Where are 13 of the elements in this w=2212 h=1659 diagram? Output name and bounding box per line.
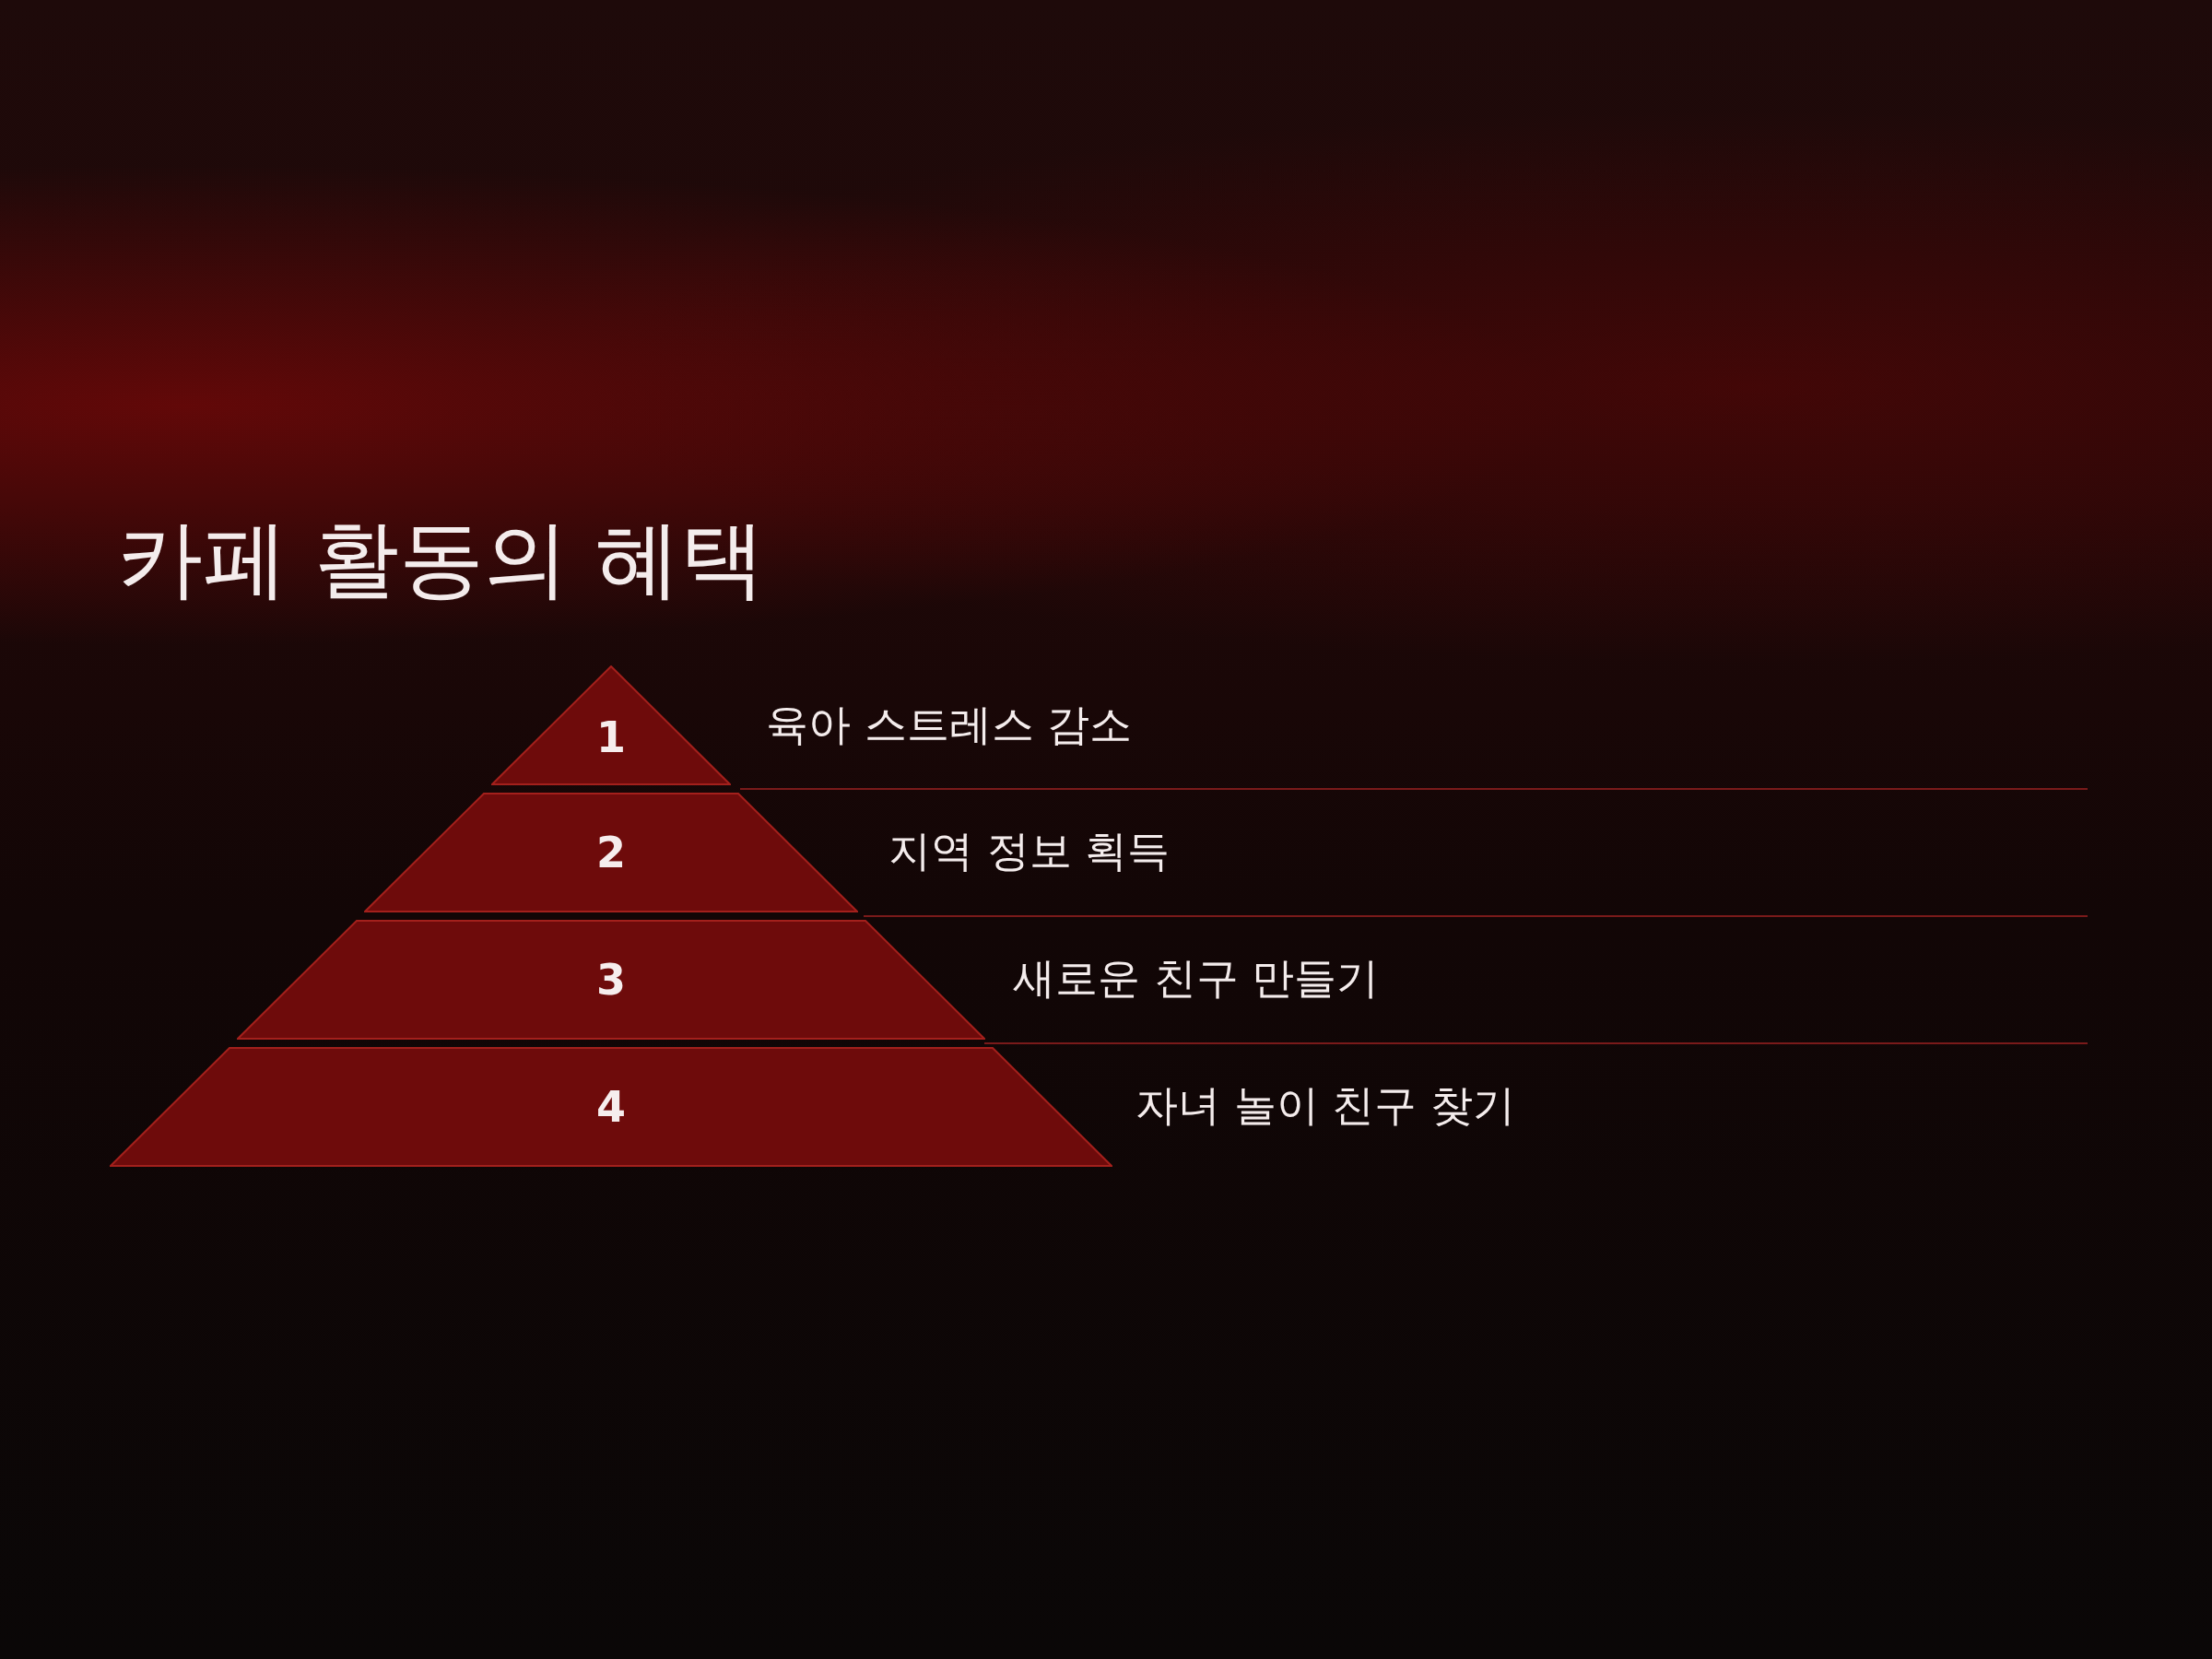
pyramid-layer [237,920,985,1040]
layer-number: 4 [596,1082,626,1132]
benefit-text: 지역 정보 획득 [888,825,1171,877]
layer-number: 1 [596,712,626,762]
slide-title: 카페 활동의 혜택 [118,509,766,610]
layer-number: 2 [596,828,626,877]
benefit-text: 새로운 친구 만들기 [1013,952,1380,1005]
benefit-text: 육아 스트레스 감소 [766,699,1133,751]
pyramid-layer [491,665,731,785]
pyramid-layer [110,1047,1112,1167]
benefit-text: 자녀 놀이 친구 찾기 [1135,1079,1515,1132]
pyramid-layer [364,793,858,912]
layer-number: 3 [596,955,626,1005]
